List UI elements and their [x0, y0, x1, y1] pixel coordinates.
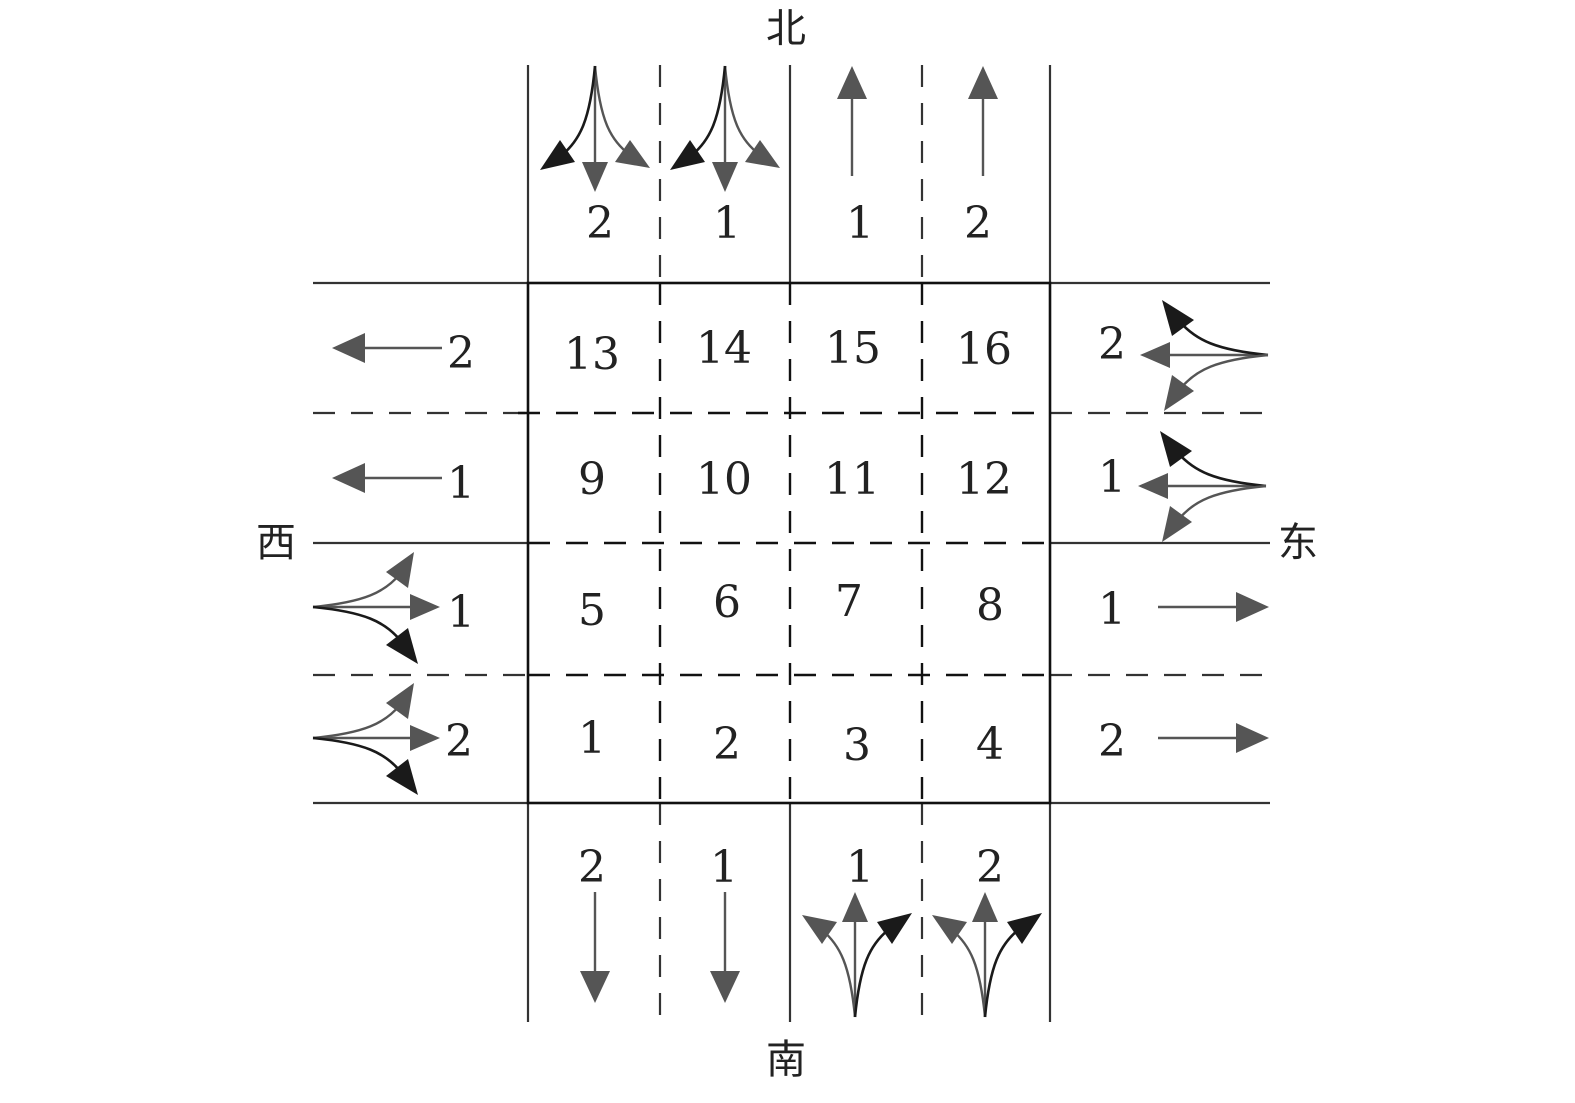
straight-arrow-icon: [1158, 592, 1269, 622]
straight-arrow-icon: [837, 66, 867, 176]
cell-label: 12: [956, 454, 1012, 505]
south-lane-number: 2: [976, 842, 1004, 893]
east-label: 东: [1278, 520, 1318, 566]
road-edges: [313, 65, 1270, 1022]
east-lane-number: 2: [1098, 716, 1126, 767]
cell-label: 5: [578, 585, 606, 636]
cell-label: 4: [976, 719, 1004, 770]
north-lane-number: 1: [846, 198, 874, 249]
cell-numbers: 1 2 3 4 5 6 7 8 9 10 11 12 13 14 15 16: [564, 323, 1012, 771]
straight-arrow-icon: [968, 66, 998, 176]
direction-labels: 北 南 西 东: [256, 6, 1318, 1083]
three-way-turn-arrow-icon: [802, 892, 912, 1018]
south-lane-number: 1: [846, 842, 874, 893]
south-lane-number: 2: [578, 842, 606, 893]
three-way-turn-arrow-icon: [1140, 300, 1269, 411]
lane-numbers: 2 1 1 2 2 1 1 2 2 1 1 2 2 1 1 2: [445, 198, 1126, 893]
east-turn-arrows: [1138, 300, 1269, 542]
cell-label: 15: [825, 323, 881, 374]
west-lane-number: 2: [445, 716, 473, 767]
north-lane-number: 2: [586, 198, 614, 249]
straight-arrow-icon: [332, 463, 442, 493]
west-turn-arrows: [312, 552, 440, 795]
three-way-turn-arrow-icon: [540, 65, 650, 192]
north-turn-arrows: [540, 65, 780, 192]
east-lane-number: 1: [1098, 452, 1126, 503]
cell-label: 3: [843, 720, 871, 771]
cell-label: 10: [696, 454, 752, 505]
cell-label: 14: [696, 323, 752, 374]
north-label: 北: [766, 6, 806, 52]
cell-label: 13: [564, 329, 620, 380]
three-way-turn-arrow-icon: [932, 892, 1042, 1018]
south-label: 南: [766, 1037, 806, 1083]
north-lane-number: 2: [964, 198, 992, 249]
straight-arrows: [332, 66, 1269, 1003]
west-lane-number: 1: [447, 458, 475, 509]
west-label: 西: [256, 520, 296, 566]
cell-label: 11: [824, 454, 880, 505]
straight-arrow-icon: [1158, 723, 1269, 753]
west-lane-number: 1: [447, 587, 475, 638]
straight-arrow-icon: [580, 892, 610, 1003]
cell-label: 16: [956, 324, 1012, 375]
three-way-turn-arrow-icon: [1138, 431, 1267, 542]
cell-label: 8: [976, 580, 1004, 631]
three-way-turn-arrow-icon: [312, 683, 440, 795]
straight-arrow-icon: [710, 892, 740, 1003]
straight-arrow-icon: [332, 333, 442, 363]
south-lane-number: 1: [710, 842, 738, 893]
west-lane-number: 2: [447, 328, 475, 379]
three-way-turn-arrow-icon: [670, 65, 780, 192]
east-lane-number: 2: [1098, 319, 1126, 370]
east-lane-number: 1: [1098, 584, 1126, 635]
cell-label: 6: [713, 577, 741, 628]
cell-label: 9: [578, 454, 606, 505]
cell-label: 1: [578, 713, 606, 764]
cell-label: 2: [713, 719, 741, 770]
south-turn-arrows: [802, 892, 1042, 1018]
cell-label: 7: [835, 576, 863, 627]
three-way-turn-arrow-icon: [312, 552, 440, 664]
intersection-box: [518, 281, 1052, 805]
north-lane-number: 1: [713, 198, 741, 249]
